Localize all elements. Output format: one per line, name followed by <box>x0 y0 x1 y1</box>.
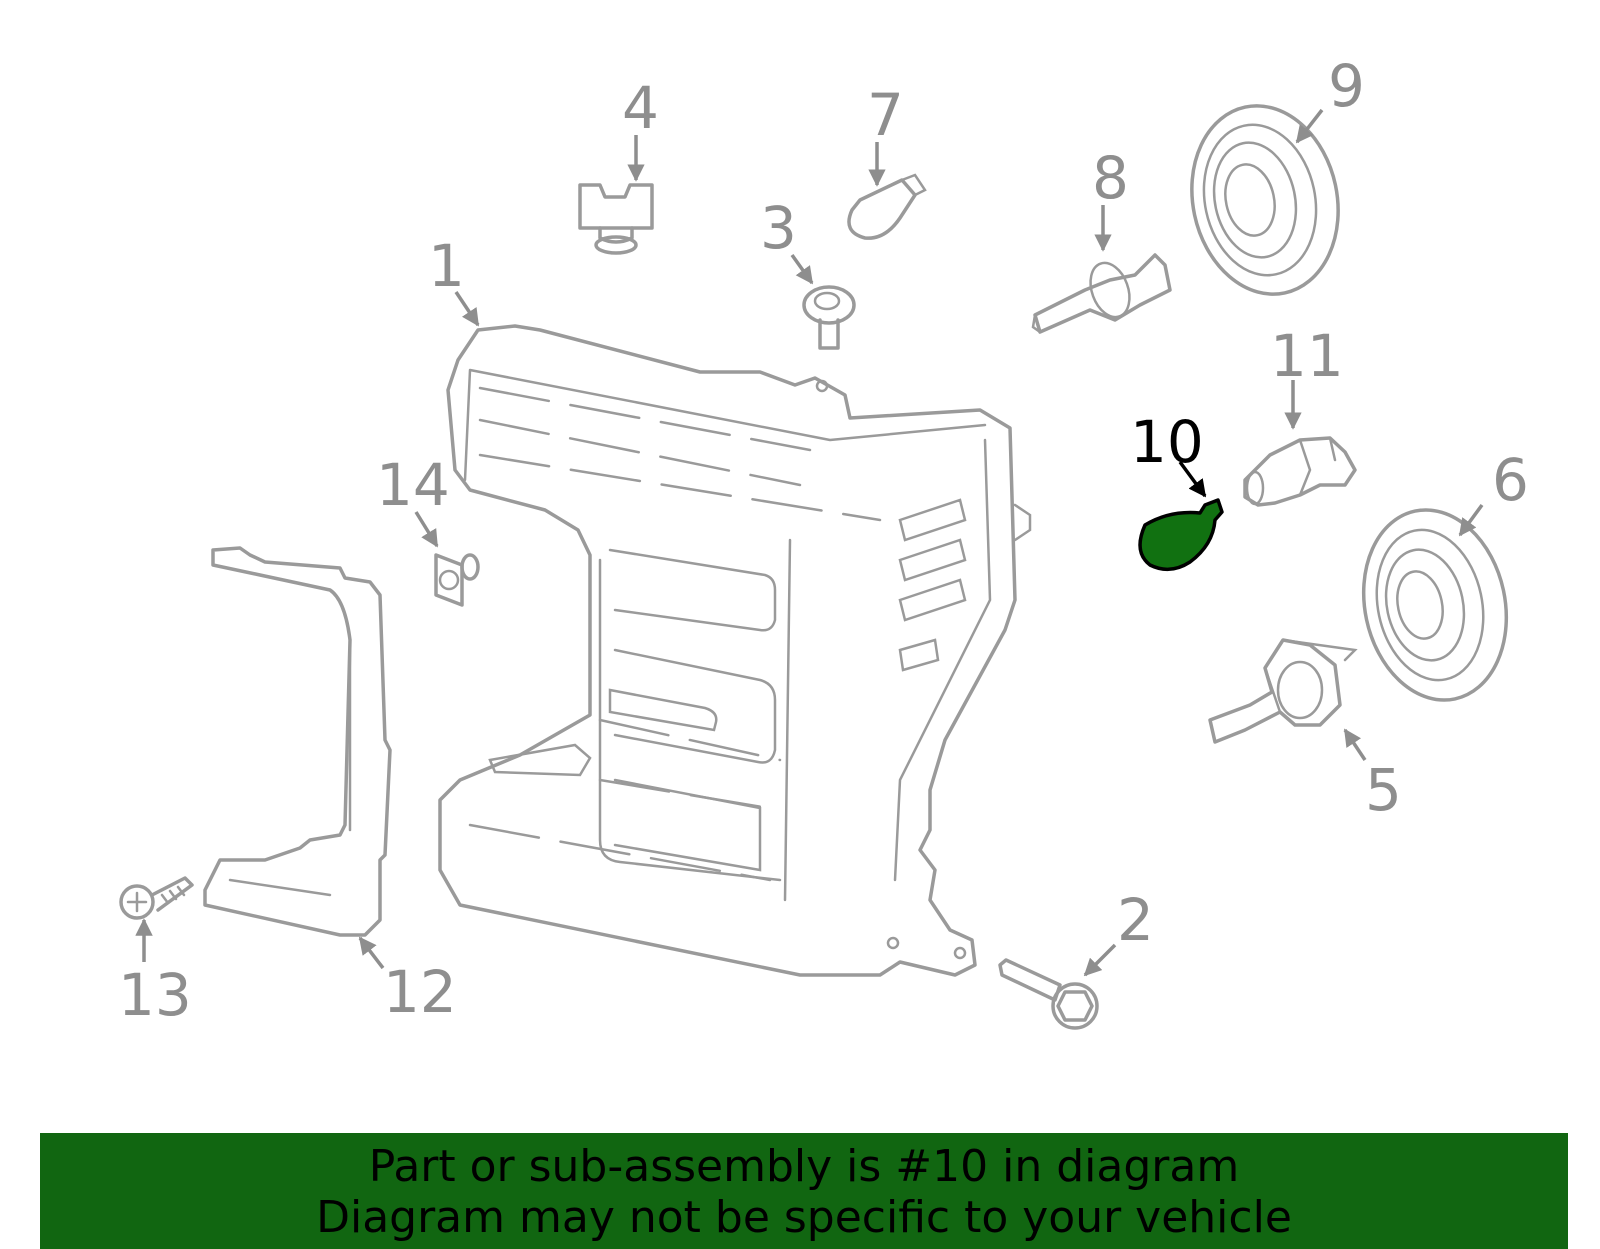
callout-8: 8 <box>1092 144 1129 212</box>
callout-2: 2 <box>1117 886 1154 954</box>
banner-line-2: Diagram may not be specific to your vehi… <box>316 1192 1292 1243</box>
callout-1: 1 <box>428 232 465 300</box>
leader-lines <box>135 108 1484 977</box>
part-10-highlighted-bulb[interactable] <box>1138 498 1224 572</box>
part-14-nut-clip[interactable] <box>434 553 480 607</box>
part-8-socket-bulb[interactable] <box>1031 253 1172 334</box>
callout-11: 11 <box>1270 322 1344 390</box>
part-2-bolt[interactable] <box>998 958 1099 1030</box>
part-13-screw[interactable] <box>119 876 194 920</box>
part-5-bulb[interactable] <box>1208 638 1358 744</box>
callout-10: 10 <box>1130 408 1204 476</box>
part-12-bracket[interactable] <box>203 546 392 937</box>
part-11-socket[interactable] <box>1243 436 1357 507</box>
callout-5: 5 <box>1365 756 1402 824</box>
part-1-headlamp-housing[interactable] <box>438 324 1032 977</box>
banner-line-1: Part or sub-assembly is #10 in diagram <box>368 1141 1240 1192</box>
callout-6: 6 <box>1492 446 1529 514</box>
callout-13: 13 <box>118 961 192 1029</box>
callout-7: 7 <box>867 81 904 149</box>
callout-14: 14 <box>376 451 450 519</box>
callout-12: 12 <box>383 958 457 1026</box>
callout-numbers: 1 2 3 4 5 6 7 8 9 10 11 12 13 14 <box>118 52 1529 1029</box>
callout-9: 9 <box>1328 52 1365 120</box>
callout-4: 4 <box>622 74 659 142</box>
part-9-seal-cover[interactable] <box>1175 92 1355 308</box>
part-6-seal-cover[interactable] <box>1347 497 1524 714</box>
notice-banner: Part or sub-assembly is #10 in diagram D… <box>40 1133 1568 1249</box>
part-4-clip[interactable] <box>578 183 654 255</box>
callout-3: 3 <box>760 194 797 262</box>
part-7-wedge-bulb[interactable] <box>847 173 927 240</box>
part-3-push-pin[interactable] <box>802 285 856 350</box>
